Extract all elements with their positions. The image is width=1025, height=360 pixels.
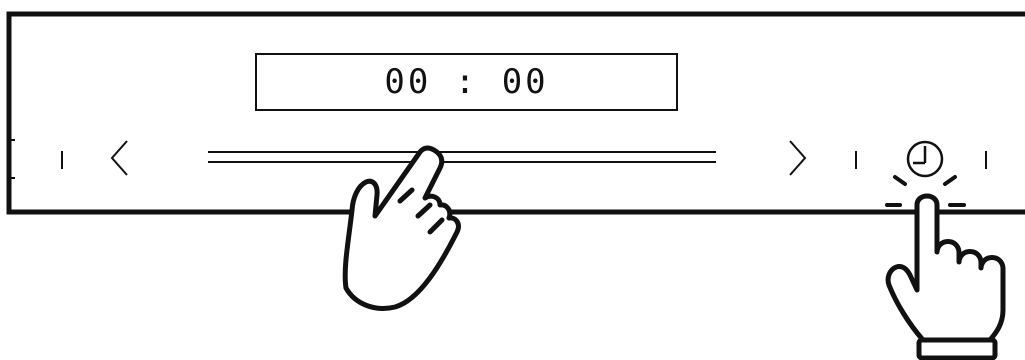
tap-hand-icon: [888, 196, 1003, 358]
time-readout: 00 : 00: [256, 54, 677, 110]
swipe-hand-icon: [345, 148, 458, 309]
chevron-left-icon[interactable]: [112, 141, 127, 175]
panel-frame: [9, 14, 1025, 212]
chevron-right-icon[interactable]: [790, 141, 805, 175]
slider-bar[interactable]: [208, 152, 716, 162]
tap-hand-cuff: [919, 340, 995, 358]
panel-edge-mark: [10, 140, 15, 178]
control-panel: [9, 14, 1025, 212]
clock-icon[interactable]: [908, 142, 942, 176]
